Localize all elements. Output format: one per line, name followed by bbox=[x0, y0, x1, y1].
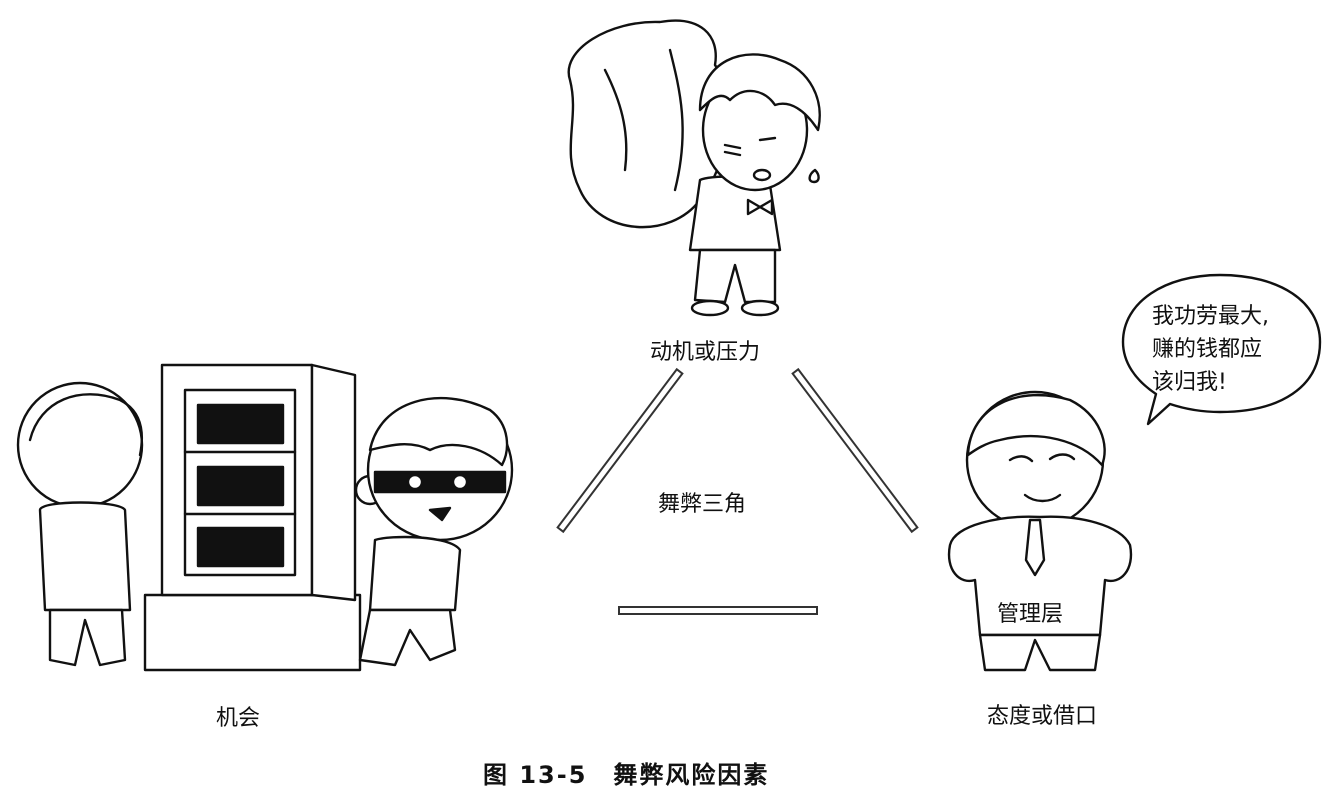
speech-line-2: 赚的钱都应 bbox=[1152, 337, 1263, 362]
management-label: 管理层 bbox=[997, 602, 1064, 627]
triangle-bottom-edge bbox=[618, 606, 818, 615]
speech-line-3: 该归我! bbox=[1152, 370, 1227, 395]
management-character-illustration bbox=[947, 390, 1133, 672]
pressure-label: 动机或压力 bbox=[650, 340, 761, 365]
speech-bubble-shape bbox=[1121, 273, 1322, 426]
speech-line-1: 我功劳最大, bbox=[1152, 304, 1269, 329]
opportunity-label: 机会 bbox=[216, 706, 261, 731]
fraud-triangle-center-label: 舞弊三角 bbox=[658, 492, 747, 517]
figure-caption: 图 13-5 舞弊风险因素 bbox=[483, 761, 770, 789]
attitude-label: 态度或借口 bbox=[987, 704, 1098, 729]
opportunity-illustration bbox=[16, 363, 514, 672]
triangle-right-edge bbox=[791, 367, 919, 534]
speech-bubble-text: 我功劳最大, 赚的钱都应 该归我! bbox=[1152, 300, 1269, 399]
pressure-character-illustration bbox=[567, 19, 821, 317]
